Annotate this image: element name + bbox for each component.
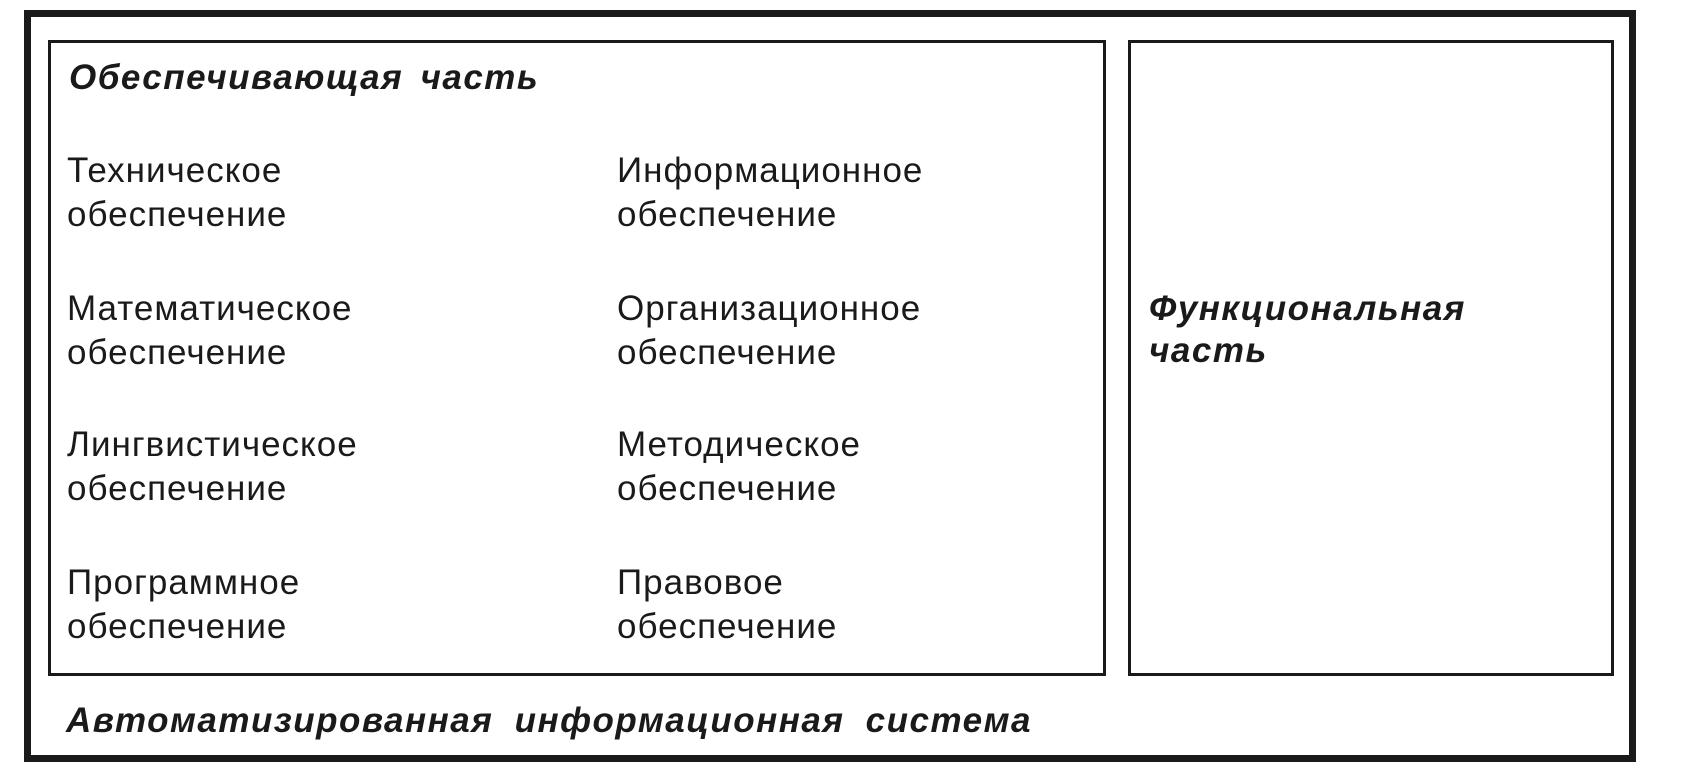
support-part-title: Обеспечивающая часть [69, 58, 540, 97]
support-part-box: Обеспечивающая часть Техническое обеспеч… [48, 40, 1106, 676]
support-item-organizational: Организационное обеспечение [617, 287, 1087, 375]
support-item-informational: Информационное обеспечение [617, 149, 1087, 237]
item-line: Методическое [617, 425, 861, 464]
item-line: Математическое [67, 289, 353, 328]
item-line: обеспечение [617, 607, 838, 646]
support-item-methodical: Методическое обеспечение [617, 423, 1087, 511]
item-line: обеспечение [617, 469, 838, 508]
support-item-technical: Техническое обеспечение [67, 149, 537, 237]
support-item-software: Программное обеспечение [67, 561, 537, 649]
item-line: Программное [67, 563, 301, 602]
item-line: обеспечение [617, 195, 838, 234]
item-line: обеспечение [67, 333, 288, 372]
system-title: Автоматизированная информационная систем… [66, 701, 1032, 740]
system-frame [24, 10, 1636, 762]
item-line: обеспечение [67, 607, 288, 646]
item-line: Организационное [617, 289, 922, 328]
item-line: обеспечение [67, 469, 288, 508]
functional-part-box: Функциональная часть [1128, 40, 1614, 676]
functional-part-title: Функциональная часть [1149, 289, 1466, 370]
item-line: Лингвистическое [67, 425, 358, 464]
item-line: Правовое [617, 563, 784, 602]
item-line: обеспечение [617, 333, 838, 372]
item-line: обеспечение [67, 195, 288, 234]
item-line: Техническое [67, 151, 283, 190]
item-line: Информационное [617, 151, 924, 190]
support-item-linguistic: Лингвистическое обеспечение [67, 423, 537, 511]
support-item-legal: Правовое обеспечение [617, 561, 1087, 649]
support-item-mathematical: Математическое обеспечение [67, 287, 537, 375]
